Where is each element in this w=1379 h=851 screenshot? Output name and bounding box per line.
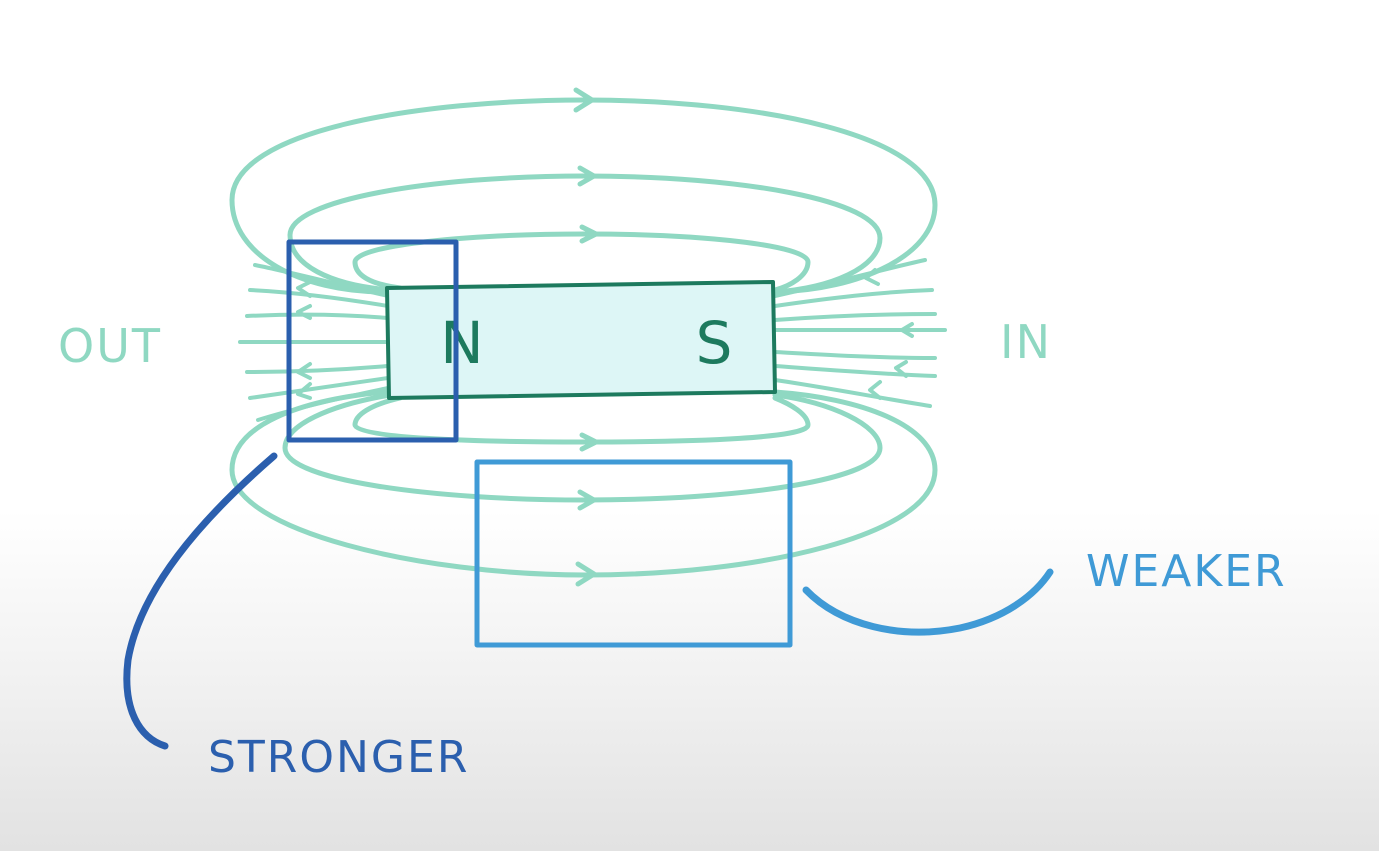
field-line-out: [248, 288, 390, 308]
weaker-label: WEAKER: [1086, 546, 1287, 597]
field-line-in: [773, 350, 937, 360]
field-line-out: [248, 376, 390, 400]
weaker-pointer: [802, 568, 1054, 636]
loop-arrows: [573, 87, 599, 587]
field-line-out: [245, 312, 390, 320]
weaker-region: WEAKER: [474, 459, 1287, 648]
bar-magnet: N S: [385, 280, 777, 400]
field-line-inner-top: [352, 231, 811, 293]
arrow-icon: [296, 362, 312, 380]
field-line-outer-top: [229, 97, 938, 295]
stronger-region: STRONGER: [123, 239, 469, 783]
arrow-icon: [579, 432, 599, 452]
arrow-icon: [577, 489, 597, 511]
field-line-in: [773, 378, 932, 408]
arrow-icon: [573, 87, 595, 113]
field-line-out: [256, 386, 390, 422]
field-line-in: [773, 288, 934, 308]
weaker-box: [474, 459, 793, 648]
magnet-body: [385, 280, 777, 400]
arrow-icon: [579, 224, 599, 244]
arrow-icon: [575, 561, 597, 587]
stronger-box: [286, 239, 459, 443]
arrow-icon: [296, 304, 312, 320]
field-lines-in: [773, 258, 947, 408]
south-pole-label: S: [696, 309, 735, 377]
field-line-in: [773, 258, 927, 298]
arrow-icon: [296, 382, 312, 400]
field-line-inner-bottom: [352, 395, 811, 445]
field-line-in: [773, 364, 937, 378]
stronger-label: STRONGER: [208, 732, 469, 783]
arrow-icon: [296, 280, 312, 298]
arrow-icon: [894, 360, 908, 378]
field-line-in: [773, 312, 937, 322]
arrow-icon: [577, 165, 597, 187]
out-label: OUT: [58, 319, 162, 373]
arrow-icon: [868, 380, 882, 400]
north-pole-label: N: [440, 309, 485, 377]
field-loops-top: [229, 97, 938, 295]
field-line-outer-bottom: [229, 389, 938, 578]
stronger-pointer: [123, 452, 278, 750]
arrow-icon: [864, 268, 880, 286]
in-label: IN: [1000, 315, 1052, 369]
field-line-out: [245, 364, 390, 374]
field-loops-bottom: [229, 389, 938, 578]
arrow-icon: [900, 322, 914, 338]
field-line-middle-top: [287, 173, 883, 295]
field-lines-out: [238, 263, 390, 422]
field-line-out: [253, 263, 390, 298]
